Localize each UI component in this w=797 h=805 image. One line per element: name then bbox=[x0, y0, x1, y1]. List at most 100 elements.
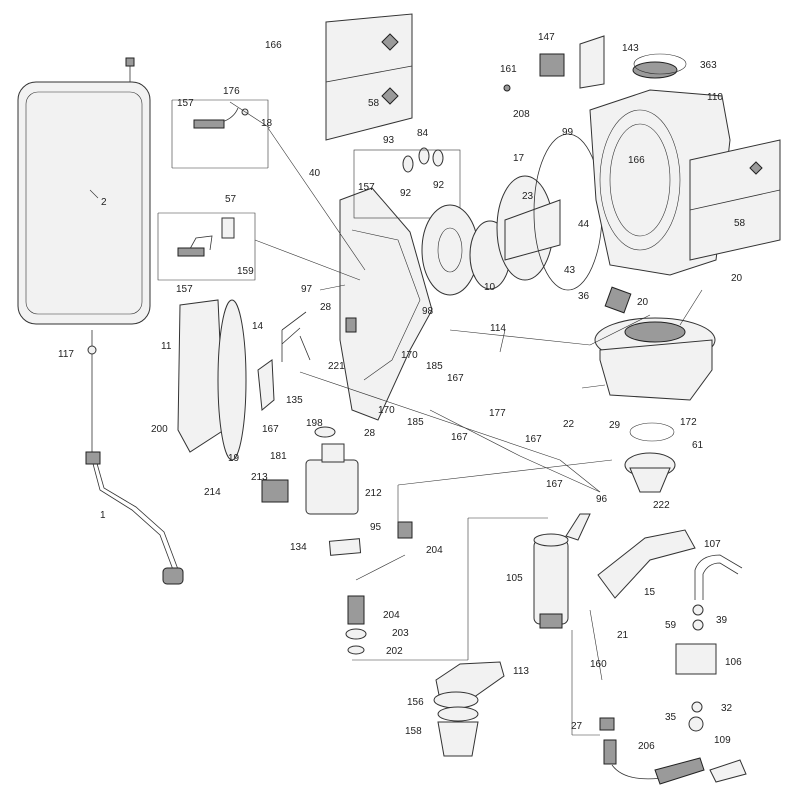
label-14: 14 bbox=[252, 321, 264, 332]
label-113: 113 bbox=[513, 666, 529, 677]
label-117: 117 bbox=[58, 349, 74, 360]
label-160: 160 bbox=[590, 659, 607, 670]
label-92: 92 bbox=[433, 180, 445, 191]
condensate-siphon bbox=[533, 513, 591, 629]
label-181: 181 bbox=[270, 451, 287, 462]
label-156: 156 bbox=[407, 697, 424, 708]
label-167: 167 bbox=[262, 424, 279, 435]
label-167: 167 bbox=[546, 479, 563, 490]
label-43: 43 bbox=[564, 265, 576, 276]
siphon-plate bbox=[433, 661, 505, 757]
label-157: 157 bbox=[358, 182, 375, 193]
label-18: 18 bbox=[261, 118, 273, 129]
label-107: 107 bbox=[704, 539, 721, 550]
label-93: 93 bbox=[383, 135, 395, 146]
label-170: 170 bbox=[378, 405, 395, 416]
label-39: 39 bbox=[716, 615, 728, 626]
label-27: 27 bbox=[571, 721, 583, 732]
ignition-electrode-box bbox=[171, 99, 269, 169]
label-17: 17 bbox=[513, 153, 525, 164]
label-206: 206 bbox=[638, 741, 655, 752]
label-202: 202 bbox=[386, 646, 403, 657]
air-intake bbox=[624, 422, 676, 493]
label-35: 35 bbox=[665, 712, 677, 723]
label-185: 185 bbox=[407, 417, 424, 428]
label-204: 204 bbox=[426, 545, 443, 556]
mounting-bracket-top bbox=[325, 13, 413, 141]
label-213: 213 bbox=[251, 472, 268, 483]
label-10: 10 bbox=[484, 282, 496, 293]
label-143: 143 bbox=[622, 43, 639, 54]
springs-and-hoses bbox=[345, 521, 747, 785]
label-99: 99 bbox=[562, 127, 574, 138]
label-198: 198 bbox=[306, 418, 323, 429]
label-185: 185 bbox=[426, 361, 443, 372]
label-28: 28 bbox=[320, 302, 332, 313]
label-170: 170 bbox=[401, 350, 418, 361]
label-61: 61 bbox=[692, 440, 704, 451]
label-44: 44 bbox=[578, 219, 590, 230]
label-40: 40 bbox=[309, 168, 321, 179]
label-59: 59 bbox=[665, 620, 677, 631]
label-147: 147 bbox=[538, 32, 555, 43]
mounting-bracket-right bbox=[689, 139, 781, 261]
label-158: 158 bbox=[405, 726, 422, 737]
fan-assembly bbox=[594, 317, 716, 401]
label-214: 214 bbox=[204, 487, 221, 498]
label-159: 159 bbox=[237, 266, 254, 277]
label-23: 23 bbox=[522, 191, 534, 202]
label-200: 200 bbox=[151, 424, 168, 435]
label-97: 97 bbox=[301, 284, 313, 295]
label-172: 172 bbox=[680, 417, 697, 428]
label-58: 58 bbox=[734, 218, 746, 229]
label-166: 166 bbox=[628, 155, 645, 166]
part-number-labels: 166 58 147 143 161 208 363 110 176 157 1… bbox=[58, 32, 746, 752]
label-167: 167 bbox=[525, 434, 542, 445]
label-28: 28 bbox=[364, 428, 376, 439]
label-98: 98 bbox=[422, 306, 434, 317]
label-167: 167 bbox=[447, 373, 464, 384]
label-212: 212 bbox=[365, 488, 382, 499]
label-11: 11 bbox=[161, 341, 172, 352]
label-36: 36 bbox=[578, 291, 590, 302]
label-203: 203 bbox=[392, 628, 409, 639]
expansion-vessel bbox=[17, 57, 151, 325]
circulating-pump bbox=[261, 443, 359, 515]
label-20: 20 bbox=[637, 297, 649, 308]
label-84: 84 bbox=[417, 128, 429, 139]
label-109: 109 bbox=[714, 735, 731, 746]
label-208: 208 bbox=[513, 109, 530, 120]
label-22: 22 bbox=[563, 419, 575, 430]
burner-door-plate bbox=[339, 187, 433, 421]
label-204: 204 bbox=[383, 610, 400, 621]
label-1: 1 bbox=[100, 510, 106, 521]
label-58: 58 bbox=[368, 98, 380, 109]
label-363: 363 bbox=[700, 60, 717, 71]
label-92: 92 bbox=[400, 188, 412, 199]
label-176: 176 bbox=[223, 86, 240, 97]
label-95: 95 bbox=[370, 522, 382, 533]
label-161: 161 bbox=[500, 64, 517, 75]
safety-valve bbox=[675, 554, 743, 732]
misc-small-parts bbox=[314, 35, 632, 556]
leader-lines bbox=[89, 101, 703, 736]
label-29: 29 bbox=[609, 420, 621, 431]
label-20: 20 bbox=[731, 273, 743, 284]
label-15: 15 bbox=[644, 587, 656, 598]
gasket-rings bbox=[353, 147, 461, 219]
flexible-hose bbox=[85, 330, 184, 585]
label-157: 157 bbox=[177, 98, 194, 109]
label-19: 19 bbox=[228, 453, 240, 464]
label-21: 21 bbox=[617, 630, 629, 641]
ionisation-electrode-box bbox=[157, 212, 256, 281]
label-110: 110 bbox=[707, 92, 723, 103]
label-134: 134 bbox=[290, 542, 307, 553]
label-177: 177 bbox=[489, 408, 506, 419]
burner-and-insulation bbox=[421, 133, 603, 296]
label-105: 105 bbox=[506, 573, 523, 584]
label-166: 166 bbox=[265, 40, 282, 51]
label-57: 57 bbox=[225, 194, 237, 205]
label-114: 114 bbox=[490, 323, 506, 334]
label-106: 106 bbox=[725, 657, 742, 668]
